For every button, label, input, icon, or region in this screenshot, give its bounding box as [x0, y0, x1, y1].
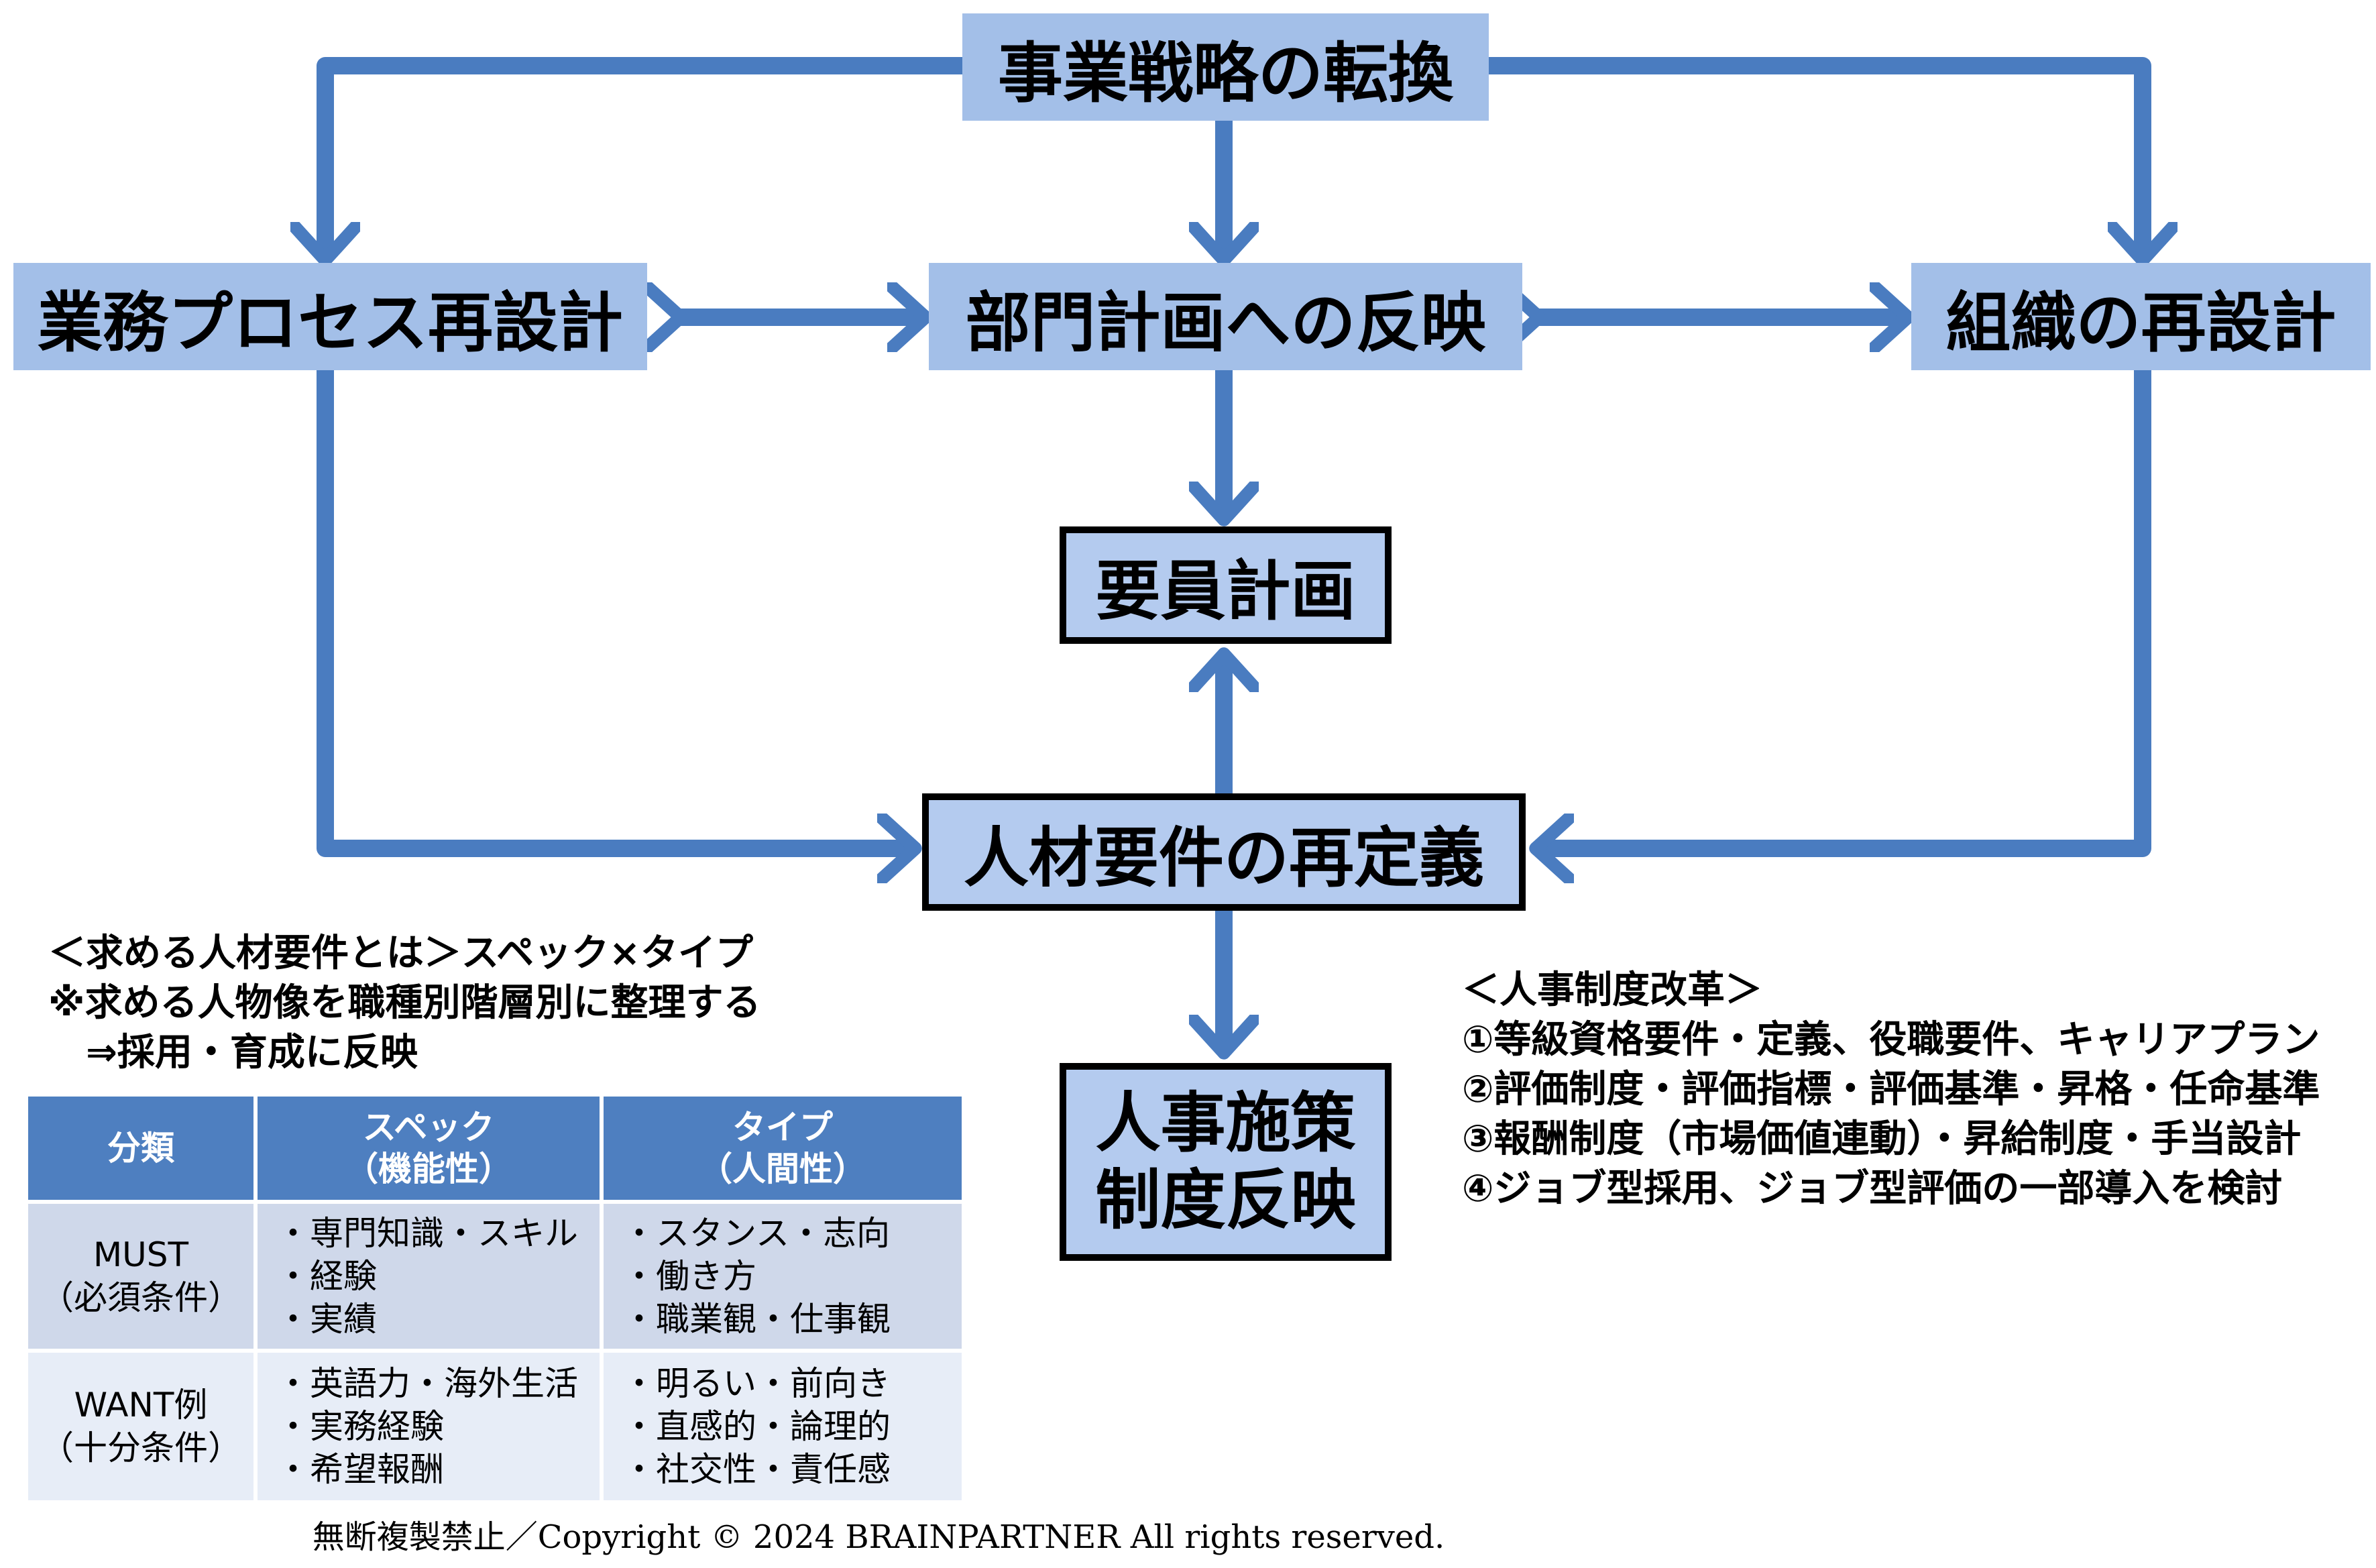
cell-category: MUST （必須条件） [28, 1204, 258, 1353]
node-staffing: 要員計画 [1060, 526, 1392, 644]
header-spec: スペック （機能性） [258, 1097, 604, 1204]
cell-text: MUST [93, 1235, 189, 1274]
arrow-process-to-talent [317, 370, 915, 848]
requirements-table: 分類 スペック （機能性） タイプ （人間性） MUST （必須条件） ・専門知… [28, 1097, 966, 1504]
node-hr-line1: 人事施策 [1095, 1085, 1356, 1162]
header-text: タイプ [732, 1108, 833, 1147]
node-process: 業務プロセス再設計 [13, 263, 647, 370]
cell-text: （必須条件） [40, 1278, 241, 1317]
node-talent: 人材要件の再定義 [922, 793, 1526, 911]
note-line: ＜求める人材要件とは＞スペック×タイプ [48, 932, 754, 975]
list-item: ・明るい・前向き [622, 1364, 891, 1403]
list-item: ・英語力・海外生活 [276, 1364, 578, 1403]
arrow-strategy-to-process [325, 57, 962, 260]
note-line: ①等級資格要件・定義、役職要件、キャリアプラン [1462, 1018, 2320, 1062]
note-line: ②評価制度・評価指標・評価基準・昇格・任命基準 [1462, 1068, 2320, 1111]
cell-spec: ・英語力・海外生活 ・実務経験 ・希望報酬 [258, 1353, 604, 1504]
list-item: ・スタンス・志向 [622, 1214, 890, 1253]
note-line: ④ジョブ型採用、ジョブ型評価の一部導入を検討 [1462, 1167, 2283, 1211]
list-item: ・実務経験 [276, 1407, 444, 1446]
cell-type: ・明るい・前向き ・直感的・論理的 ・社交性・責任感 [604, 1353, 966, 1504]
header-subtext: （人間性） [699, 1150, 866, 1188]
cell-text: WANT例 [74, 1386, 208, 1424]
note-line: ※求める人物像を職種別階層別に整理する [48, 981, 761, 1025]
list-item: ・経験 [276, 1257, 377, 1296]
node-dept: 部門計画への反映 [929, 263, 1522, 370]
header-category: 分類 [28, 1097, 258, 1204]
cell-spec: ・専門知識・スキル ・経験 ・実績 [258, 1204, 604, 1353]
node-strategy: 事業戦略の転換 [962, 13, 1489, 121]
arrow-strategy-to-org [1489, 57, 2143, 260]
list-item: ・実績 [276, 1300, 377, 1339]
list-item: ・職業観・仕事観 [622, 1300, 891, 1339]
arrow-org-to-talent [1536, 370, 2151, 848]
note-line: ③報酬制度（市場価値連動）・昇給制度・手当設計 [1462, 1117, 2302, 1161]
note-line: ＜人事制度改革＞ [1462, 968, 1762, 1012]
header-type: タイプ （人間性） [604, 1097, 966, 1204]
cell-type: ・スタンス・志向 ・働き方 ・職業観・仕事観 [604, 1204, 966, 1353]
cell-category: WANT例 （十分条件） [28, 1353, 258, 1504]
table-header-row: 分類 スペック （機能性） タイプ （人間性） [28, 1097, 966, 1204]
copyright-footer: 無断複製禁止／Copyright © 2024 BRAINPARTNER All… [312, 1518, 1445, 1556]
hr-reform-notes: ＜人事制度改革＞ ①等級資格要件・定義、役職要件、キャリアプラン ②評価制度・評… [1462, 966, 2320, 1214]
table-row: MUST （必須条件） ・専門知識・スキル ・経験 ・実績 ・スタンス・志向 ・… [28, 1204, 966, 1353]
talent-requirement-notes: ＜求める人材要件とは＞スペック×タイプ ※求める人物像を職種別階層別に整理する … [48, 929, 760, 1078]
table-row: WANT例 （十分条件） ・英語力・海外生活 ・実務経験 ・希望報酬 ・明るい・… [28, 1353, 966, 1504]
node-hr-line2: 制度反映 [1095, 1162, 1356, 1238]
note-line: ⇒採用・育成に反映 [48, 1031, 418, 1074]
header-text: 分類 [107, 1129, 174, 1168]
header-subtext: （機能性） [345, 1150, 512, 1188]
list-item: ・専門知識・スキル [276, 1214, 578, 1253]
header-text: スペック [362, 1108, 495, 1147]
list-item: ・直感的・論理的 [622, 1407, 891, 1446]
list-item: ・働き方 [622, 1257, 756, 1296]
list-item: ・社交性・責任感 [622, 1450, 891, 1489]
cell-text: （十分条件） [40, 1429, 241, 1467]
list-item: ・希望報酬 [276, 1450, 444, 1489]
node-hr-measures: 人事施策 制度反映 [1060, 1063, 1392, 1261]
node-org: 組織の再設計 [1911, 263, 2371, 370]
